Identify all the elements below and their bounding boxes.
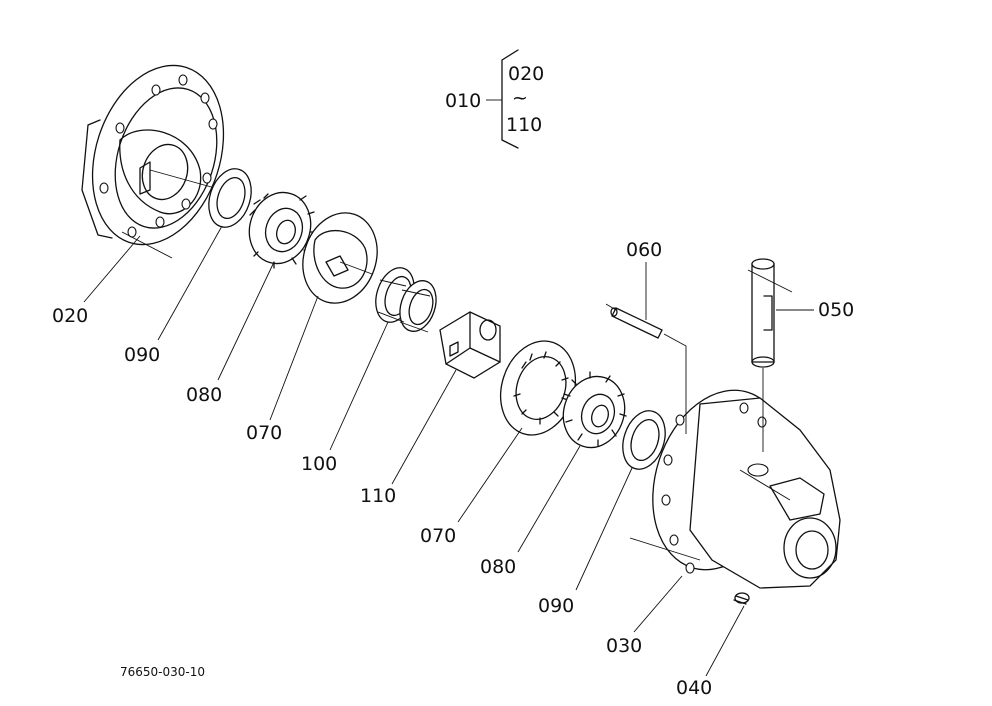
part-020-case-cover: [81, 64, 225, 259]
part-070-plate-right: [500, 340, 576, 436]
leader-070-right: [457, 427, 523, 523]
leader-030: [633, 575, 683, 633]
leader-110: [391, 369, 457, 485]
label-090-right: 090: [538, 595, 574, 617]
part-070-plate-left: [302, 212, 378, 304]
label-range-end: 110: [506, 114, 542, 136]
label-090-left: 090: [124, 344, 160, 366]
label-030: 030: [606, 635, 642, 657]
label-080-left: 080: [186, 384, 222, 406]
label-110: 110: [360, 485, 396, 507]
part-110-sleeve: [439, 311, 501, 379]
leader-070-left: [269, 295, 319, 421]
label-range-tilde: ~: [512, 87, 528, 109]
part-090-washer-left: [208, 168, 252, 228]
part-050-pinion-shaft: [747, 258, 793, 452]
leader-090-left: [157, 225, 223, 341]
leader-040: [705, 605, 745, 677]
drawing-code: 76650-030-10: [120, 665, 205, 679]
leader-100: [329, 321, 389, 451]
leader-090-right: [575, 467, 633, 591]
leader-080-left: [217, 261, 275, 381]
label-040: 040: [676, 677, 712, 699]
label-100: 100: [301, 453, 337, 475]
label-assembly-010: 010: [445, 90, 481, 112]
part-030-diff-case: [629, 389, 841, 589]
part-100-springs: [375, 267, 437, 333]
part-060-pin: [605, 303, 663, 339]
label-080-right: 080: [480, 556, 516, 578]
label-020: 020: [52, 305, 88, 327]
part-090-washer-right: [622, 410, 666, 470]
label-070-left: 070: [246, 422, 282, 444]
part-040-bolt: [733, 592, 750, 605]
leader-060-pin-path: [663, 333, 687, 434]
part-080-side-gear-right: [562, 371, 627, 449]
label-070-right: 070: [420, 525, 456, 547]
label-050: 050: [818, 299, 854, 321]
leader-020: [83, 235, 141, 303]
part-080-side-gear-left: [248, 191, 317, 269]
leader-080-right: [517, 445, 581, 553]
assembly-bracket: [486, 49, 519, 149]
label-060: 060: [626, 239, 662, 261]
label-range-start: 020: [508, 63, 544, 85]
